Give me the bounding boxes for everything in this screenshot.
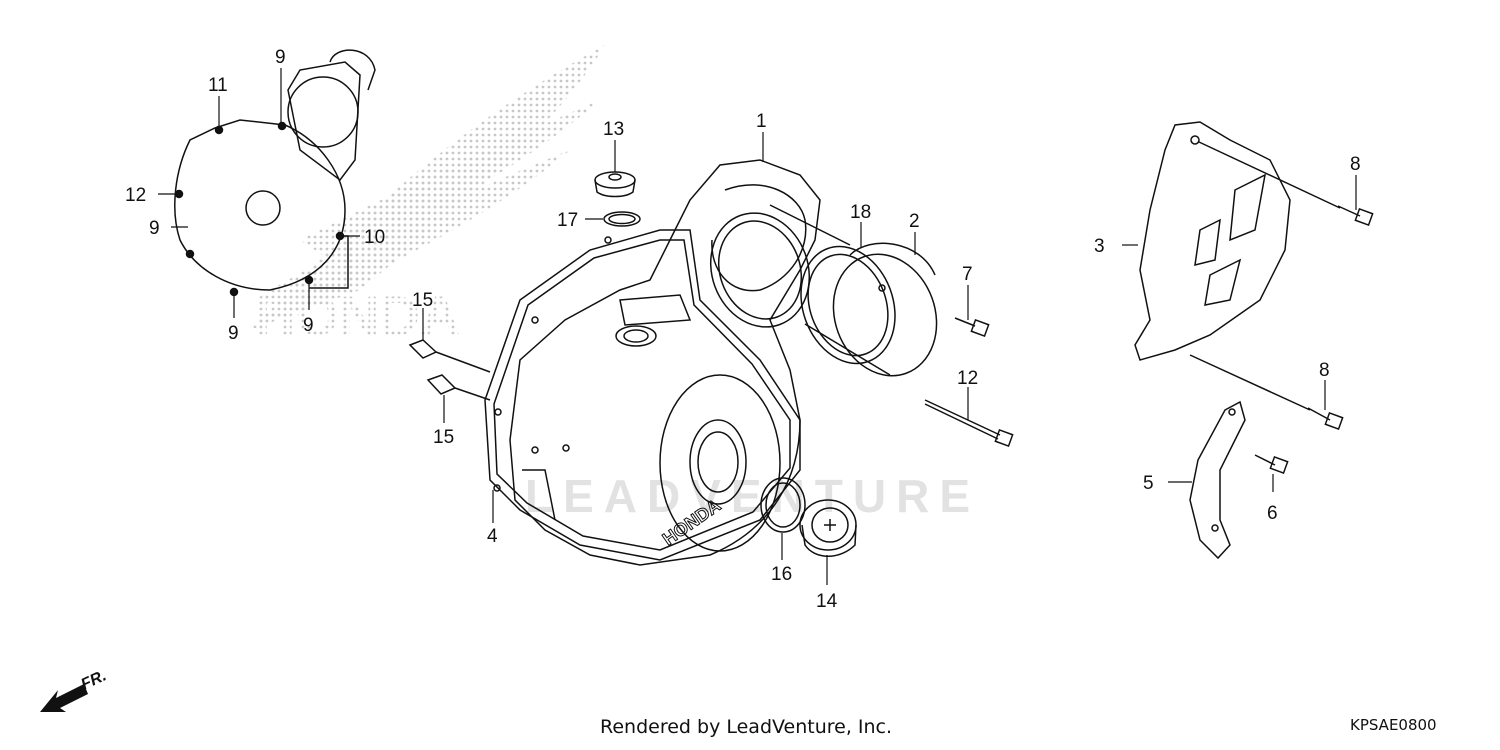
callout-part-14: 14 [816,591,838,612]
part-cover-bolts [924,317,1014,447]
part-small-guard [1189,400,1246,560]
part-guard-bolts [1254,205,1374,474]
callout-part-16: 16 [771,564,792,585]
callout-part-11: 11 [208,75,228,96]
callout-part-15-upper: 15 [412,290,433,311]
honda-wing-watermark: HONDA [250,45,605,347]
render-credit-text: Rendered by LeadVenture, Inc. [600,716,893,738]
callout-part-1: 1 [756,111,767,132]
callout-part-7: 7 [962,264,973,285]
callout-part-9-bottom: 9 [303,315,314,336]
callout-part-9-top: 9 [275,47,286,68]
callout-part-17: 17 [557,210,578,231]
part-left-outer-cover [174,49,376,297]
callout-part-2: 2 [909,211,920,232]
part-cover-gasket [484,229,801,561]
watermark-brand-text: HONDA [255,284,460,347]
callout-part-15-lower: 15 [433,427,454,448]
callout-part-5: 5 [1143,473,1154,494]
callout-part-8-upper: 8 [1350,154,1361,175]
watermark-leadventure-text: LEADVENTURE [525,470,980,522]
callout-part-9-bottom-left: 9 [228,323,239,344]
callout-part-12-right: 12 [957,368,978,389]
callout-part-18: 18 [850,202,871,223]
callout-part-13: 13 [603,119,624,140]
callout-labels: 1 2 3 4 5 6 7 8 8 9 9 9 9 10 11 12 12 13… [125,47,1361,612]
diagram-code-text: KPSAE0800 [1350,716,1437,734]
callout-part-6: 6 [1267,503,1278,524]
part-side-guard [1134,121,1341,411]
callout-part-10: 10 [364,227,385,248]
callout-part-12-left: 12 [125,185,146,206]
part-crank-hole-cap [760,477,857,557]
part-dowel-pins [408,339,491,401]
callout-part-8-lower: 8 [1319,360,1330,381]
callout-leader-lines [158,68,1357,585]
part-oil-filler-cap [594,171,641,227]
callout-part-3: 3 [1094,236,1105,257]
front-direction-label: FR. [79,667,110,693]
front-direction-arrow: FR. [40,667,109,712]
callout-part-9-left: 9 [149,218,160,239]
part-clutch-cover [709,204,938,377]
callout-part-4: 4 [487,526,498,547]
